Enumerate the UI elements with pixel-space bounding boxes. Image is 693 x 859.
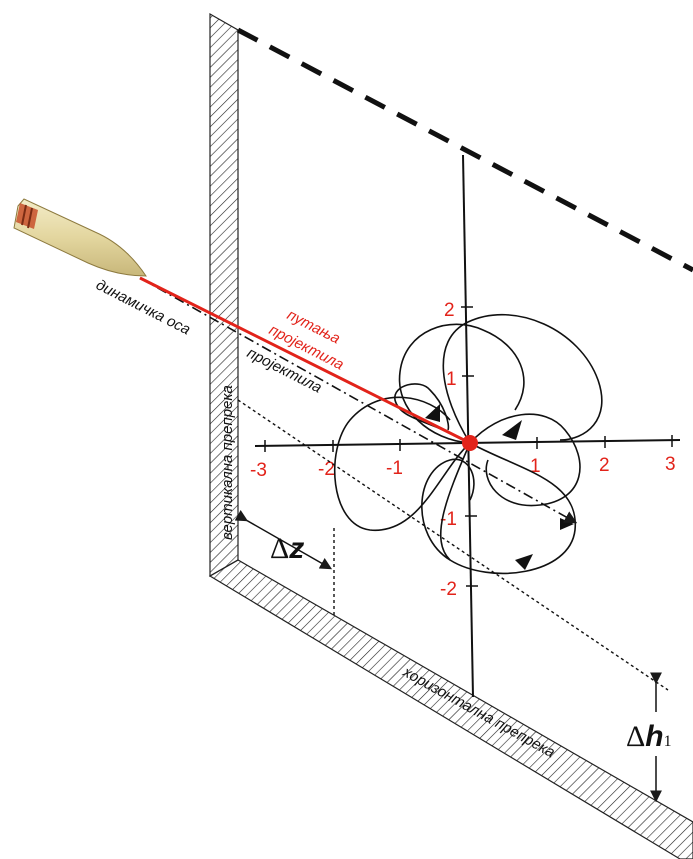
- direction-arrow: [502, 420, 522, 440]
- x-tick-labels: -3 -2 -1 1 2 3: [250, 454, 676, 481]
- x-tick-label: -1: [386, 458, 403, 479]
- dynamic-axis-label: динамичка оса: [93, 276, 193, 338]
- x-tick-label: 2: [599, 455, 610, 476]
- x-tick-label: -3: [250, 460, 267, 481]
- x-tick-label: -2: [318, 459, 335, 480]
- dynamic-axis-line: [139, 277, 578, 524]
- y-tick-label: 1: [446, 369, 457, 390]
- curve-direction-arrows: [425, 404, 574, 570]
- y-tick-labels: 2 1 -1 -2: [440, 300, 457, 600]
- direction-arrow: [515, 554, 533, 570]
- delta-z-label: Δz: [270, 532, 304, 565]
- direction-arrow: [425, 404, 440, 422]
- y-tick-label: 2: [444, 300, 455, 321]
- vertical-barrier-label: вертикална препрека: [219, 385, 236, 540]
- horizontal-barrier-label: хоризонтална препрека: [399, 663, 557, 761]
- y-tick-label: -2: [440, 579, 457, 600]
- x-tick-label: 3: [665, 454, 676, 475]
- reference-dotted-line: [237, 399, 669, 691]
- epicycle-curve: [333, 313, 603, 575]
- top-dashed-edge: [236, 27, 693, 273]
- x-tick-label: 1: [530, 456, 541, 477]
- y-tick-label: -1: [440, 509, 457, 530]
- horizontal-barrier-floor: [208, 559, 693, 859]
- impact-point: [462, 435, 478, 451]
- y-axis: [462, 154, 474, 698]
- projectile-path-line: [139, 276, 471, 445]
- delta-h-label: Δh1: [626, 720, 672, 753]
- delta-h-dimension: Δh1: [624, 672, 692, 803]
- projectile-shell: [13, 198, 147, 277]
- delta-z-dimension: Δz: [234, 510, 335, 615]
